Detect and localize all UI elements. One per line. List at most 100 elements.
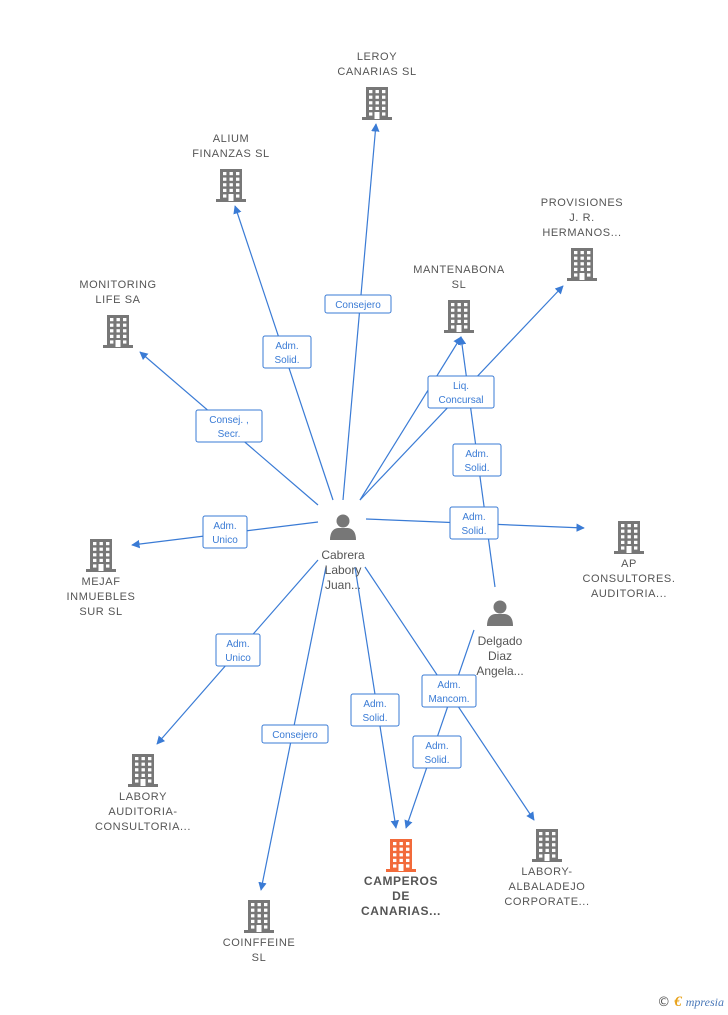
person-node-cabrera[interactable]: CabreraLaboryJuan...	[321, 514, 365, 593]
node-label-line: ALIUM	[213, 133, 250, 145]
edge-label-box	[412, 735, 462, 769]
node-label-line: MONITORING	[79, 279, 156, 291]
node-label-line: CORPORATE...	[504, 896, 589, 908]
node-label-line: MANTENABONA	[413, 264, 505, 276]
building-icon	[86, 539, 116, 572]
node-label-line: ALBALADEJO	[509, 881, 586, 893]
edge-label-cabrera-mantenabona[interactable]: Liq.Concursal	[427, 375, 495, 409]
copyright-icon: ©	[657, 995, 671, 1010]
company-node-mantenabona[interactable]: MANTENABONA SL	[413, 264, 505, 333]
edge-label-box	[202, 515, 248, 549]
node-label-line: Delgado	[478, 634, 523, 648]
edge-label-cabrera-monitoring[interactable]: Consej. , Secr.	[195, 409, 263, 443]
edge-label-text: Adm.	[275, 341, 298, 352]
edge-label-box	[195, 409, 263, 443]
edge-label-text: Adm.	[425, 741, 448, 752]
building-icon	[362, 87, 392, 120]
edge-label-text: Secr.	[218, 429, 241, 440]
building-icon	[567, 248, 597, 281]
building-icon	[444, 300, 474, 333]
edge-label-box	[324, 294, 392, 314]
node-label-line: AP	[621, 558, 637, 570]
person-node-delgado[interactable]: DelgadoDiazAngela...	[476, 600, 524, 679]
node-label-line: CONSULTORES.	[583, 573, 676, 585]
edge-label-text: Consejero	[272, 730, 318, 741]
edge-label-text: Adm.	[226, 639, 249, 650]
building-icon	[386, 839, 416, 872]
node-label-line: CONSULTORIA...	[95, 821, 191, 833]
node-label-line: Diaz	[488, 649, 512, 663]
edge-label-box	[449, 506, 499, 540]
edge-label-text: Unico	[225, 653, 251, 664]
node-label-line: LIFE SA	[95, 294, 140, 306]
building-icon	[532, 829, 562, 862]
node-label-line: COINFFEINE	[223, 937, 296, 949]
building-icon	[216, 169, 246, 202]
edge-label-box	[215, 633, 261, 667]
node-label-line: CAMPEROS	[364, 874, 438, 888]
company-node-campero[interactable]: CAMPEROSDECANARIAS...	[361, 839, 441, 918]
building-icon	[128, 754, 158, 787]
edge-label-delgado-mantenabona[interactable]: Adm.Solid.	[452, 443, 502, 477]
edge-label-text: Solid.	[362, 713, 387, 724]
node-label-line: PROVISIONES	[541, 197, 623, 209]
company-node-labory_aud[interactable]: LABORYAUDITORIA-CONSULTORIA...	[95, 754, 191, 833]
edge-label-box	[262, 335, 312, 369]
edge-label-cabrera-campero[interactable]: Adm. Solid.	[350, 693, 400, 727]
edge-label-text: Adm.	[462, 512, 485, 523]
company-node-monitoring[interactable]: MONITORING LIFE SA	[79, 279, 156, 348]
edge-label-text: Adm.	[363, 699, 386, 710]
company-node-coinffeine[interactable]: COINFFEINE SL	[223, 900, 296, 964]
edge-label-text: Consej. ,	[209, 415, 248, 426]
company-node-mejaf[interactable]: MEJAF INMUEBLES SUR SL	[67, 539, 136, 618]
node-label-line: Labory	[325, 563, 362, 577]
edge-label-cabrera-labory_alb[interactable]: Adm. Mancom.	[421, 674, 477, 708]
edge-label-box	[427, 375, 495, 409]
node-label-line: AUDITORIA...	[591, 588, 667, 600]
node-label-line: Juan...	[325, 578, 361, 592]
edge-label-text: Solid.	[274, 355, 299, 366]
edge-cabrera-mantenabona	[359, 336, 462, 501]
edge-label-cabrera-labory_aud[interactable]: Adm. Unico	[215, 633, 261, 667]
edge-label-cabrera-alium[interactable]: Adm. Solid.	[262, 335, 312, 369]
edge-label-delgado-campero[interactable]: Adm. Solid.	[412, 735, 462, 769]
edge-label-cabrera-coinffeine[interactable]: Consejero	[261, 724, 329, 744]
edge-label-box	[452, 443, 502, 477]
node-label-line: LABORY-	[521, 866, 572, 878]
node-label-line: SUR SL	[79, 606, 122, 618]
node-label-line: LEROY	[357, 51, 397, 63]
node-label-line: INMUEBLES	[67, 591, 136, 603]
company-node-ap[interactable]: AP CONSULTORES. AUDITORIA...	[583, 521, 676, 600]
node-label-line: MEJAF	[81, 576, 120, 588]
node-label-line: CANARIAS SL	[337, 66, 416, 78]
edge-label-cabrera-ap[interactable]: Adm. Solid.	[449, 506, 499, 540]
edge-label-text: Concursal	[438, 395, 483, 406]
edge-label-text: Mancom.	[428, 694, 469, 705]
edge-label-box	[350, 693, 400, 727]
edge-label-text: Solid.	[424, 755, 449, 766]
person-icon	[487, 600, 513, 626]
node-label-line: SL	[452, 279, 467, 291]
building-icon	[614, 521, 644, 554]
edge-label-cabrera-mejaf[interactable]: Adm. Unico	[202, 515, 248, 549]
edge-label-text: Consejero	[335, 300, 381, 311]
company-node-leroy[interactable]: LEROY CANARIAS SL	[337, 51, 416, 120]
edge-label-text: Solid.	[461, 526, 486, 537]
node-label-line: SL	[252, 952, 267, 964]
edge-label-text: Solid.	[464, 463, 489, 474]
edge-label-cabrera-leroy[interactable]: Consejero	[324, 294, 392, 314]
node-label-line: Angela...	[476, 664, 523, 678]
node-label-line: J. R.	[569, 212, 595, 224]
person-icon	[330, 514, 356, 540]
company-node-labory_alb[interactable]: LABORY- ALBALADEJO CORPORATE...	[504, 829, 589, 908]
building-icon	[244, 900, 274, 933]
edges-layer	[131, 123, 585, 891]
footer-brand[interactable]: © €mpresia	[657, 994, 724, 1011]
edge-label-text: Unico	[212, 535, 238, 546]
edge-label-text: Adm.	[213, 521, 236, 532]
edge-label-text: Adm.	[437, 680, 460, 691]
